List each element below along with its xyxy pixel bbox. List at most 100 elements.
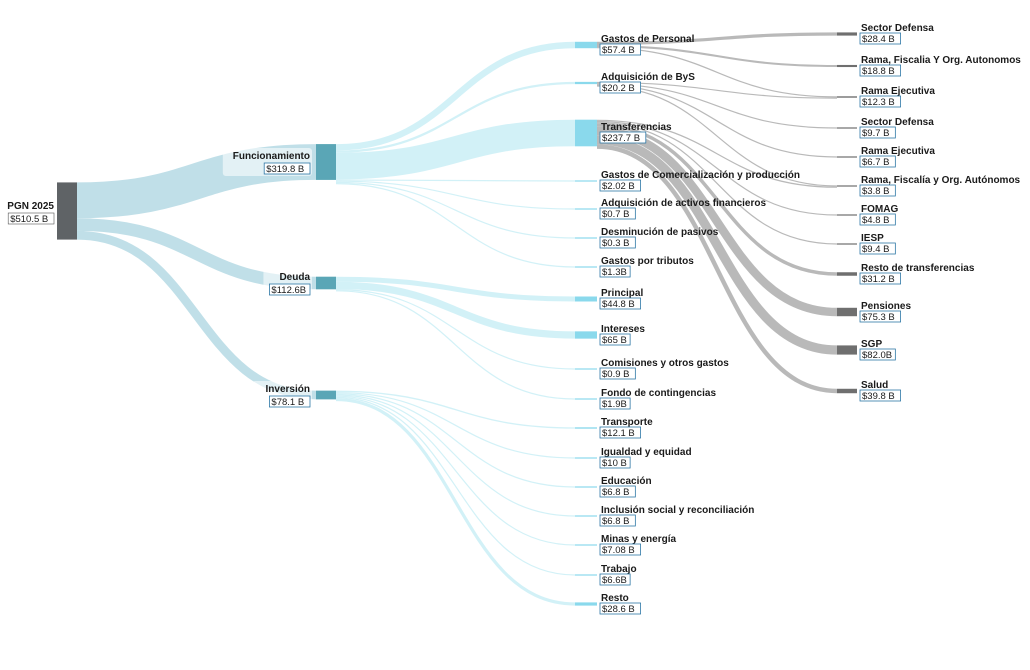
node-value-educ: $6.8 B [602, 487, 629, 498]
value-box-sd2 [859, 126, 896, 139]
value-box-sgp [859, 348, 896, 361]
node-label-inter: Intereses$65 B [599, 324, 645, 346]
sankey-node-deuda [316, 276, 336, 290]
sankey-link-inv-minas [335, 395, 576, 546]
value-box-resto [599, 602, 641, 615]
node-value-transf: $237.7 B [602, 133, 640, 144]
node-value-fcont: $1.9B [602, 399, 627, 410]
sankey-link-inv-trab [335, 396, 576, 576]
sankey-link-inv-resto [335, 397, 576, 606]
node-label-inv: Inversión $78.1 B [251, 381, 312, 409]
node-name-re1: Rama Ejecutiva [861, 86, 935, 97]
value-box-rtransf [859, 272, 901, 285]
sankey-node-inter [575, 331, 597, 339]
node-value-inter: $65 B [602, 335, 627, 346]
value-box-inv [269, 395, 311, 408]
node-label-re2: Rama Ejecutiva$6.7 B [859, 146, 935, 168]
sankey-node-rtransf [837, 272, 857, 276]
sankey-node-abys [575, 81, 597, 85]
node-label-trab: Trabajo$6.6B [599, 564, 637, 586]
value-box-inter [599, 333, 631, 346]
node-name-incl: Inclusión social y reconciliación [601, 505, 754, 516]
value-box-aaf [599, 207, 636, 220]
sankey-link-func-abys [335, 81, 576, 153]
sankey-link-func-transf [335, 119, 576, 180]
node-value-incl: $6.8 B [602, 516, 629, 527]
node-name-abys: Adquisición de ByS [601, 72, 695, 83]
node-value-dpas: $0.3 B [602, 238, 629, 249]
node-name-rtransf: Resto de transferencias [861, 263, 975, 274]
sankey-link-deuda-fcont [335, 290, 576, 400]
sankey-link-func-aaf [335, 180, 576, 210]
value-box-gcom [599, 179, 641, 192]
node-label-pgn: PGN 2025$510.5 B [7, 201, 54, 225]
sankey-link-func-dpas [335, 181, 576, 239]
node-name-re2: Rama Ejecutiva [861, 146, 935, 157]
sankey-node-comi [575, 368, 597, 370]
sankey-node-fomag [837, 214, 857, 216]
node-label-comi: Comisiones y otros gastos$0.9 B [599, 358, 729, 380]
node-value-inv: $78.1 B [271, 397, 304, 408]
node-label-gtri: Gastos por tributos$1.3B [599, 256, 694, 278]
node-name-gtri: Gastos por tributos [601, 256, 694, 267]
sankey-link-inv-incl [335, 394, 576, 517]
sankey-node-sgp [837, 345, 857, 355]
sankey-node-pgn [57, 182, 77, 240]
sankey-link-inv-educ [335, 393, 576, 488]
node-name-transp: Transporte [601, 417, 653, 428]
sankey-node-dpas [575, 237, 597, 239]
node-value-sd2: $9.7 B [862, 128, 889, 139]
value-box-comi [599, 367, 636, 380]
node-name-aaf: Adquisición de activos financieros [601, 198, 766, 209]
node-value-salud: $39.8 B [862, 391, 895, 402]
node-value-rtransf: $31.2 B [862, 274, 895, 285]
node-name-sgp: SGP [861, 339, 882, 350]
node-label-transp: Transporte$12.1 B [599, 417, 653, 439]
node-label-igual: Igualdad y equidad$10 B [599, 447, 692, 469]
node-value-iesp: $9.4 B [862, 244, 889, 255]
sankey-node-trab [575, 574, 597, 576]
node-name-pgn: PGN 2025 [7, 201, 54, 212]
node-label-deuda: Deuda $112.6B [263, 269, 312, 297]
value-box-igual [599, 456, 631, 469]
node-value-princ: $44.8 B [602, 299, 635, 310]
value-box-re2 [859, 155, 896, 168]
node-value-gp: $57.4 B [602, 45, 635, 56]
sankey-link-gp-sd1 [596, 32, 838, 45]
node-name-educ: Educación [601, 476, 652, 487]
node-name-inv: Inversión [266, 384, 310, 395]
value-box-dpas [599, 236, 636, 249]
value-box-re1 [859, 95, 901, 108]
node-name-inter: Intereses [601, 324, 645, 335]
sankey-link-deuda-comi [335, 288, 576, 370]
value-box-minas [599, 543, 641, 556]
node-value-igual: $10 B [602, 458, 627, 469]
sankey-nodes [57, 32, 857, 606]
node-label-sd1: Sector Defensa$28.4 B [859, 23, 934, 45]
node-name-princ: Principal [601, 288, 643, 299]
sankey-node-princ [575, 296, 597, 302]
node-name-trab: Trabajo [601, 564, 637, 575]
node-name-rf2: Rama, Fiscalía y Org. Autónomos [861, 175, 1021, 186]
node-label-re1: Rama Ejecutiva$12.3 B [859, 86, 935, 108]
value-box-rf2 [859, 184, 896, 197]
node-name-gp: Gastos de Personal [601, 34, 695, 45]
sankey-node-iesp [837, 243, 857, 245]
sankey-node-re2 [837, 156, 857, 158]
node-label-gcom: Gastos de Comercialización y producción$… [599, 170, 800, 192]
sankey-link-deuda-princ [335, 276, 576, 302]
node-label-gp: Gastos de Personal$57.4 B [599, 34, 695, 56]
node-value-re1: $12.3 B [862, 97, 895, 108]
sankey-link-func-gp [335, 41, 576, 151]
node-label-rtransf: Resto de transferencias$31.2 B [859, 263, 975, 285]
value-box-sd1 [859, 32, 901, 45]
node-value-fomag: $4.8 B [862, 215, 889, 226]
value-box-func [263, 162, 311, 175]
value-box-gp [599, 43, 641, 56]
node-label-iesp: IESP$9.4 B [859, 233, 896, 255]
sankey-node-aaf [575, 208, 597, 210]
node-label-aaf: Adquisición de activos financieros$0.7 B [599, 198, 766, 220]
node-value-deuda: $112.6B [271, 285, 306, 296]
node-name-deuda: Deuda [279, 272, 310, 283]
node-value-comi: $0.9 B [602, 369, 629, 380]
